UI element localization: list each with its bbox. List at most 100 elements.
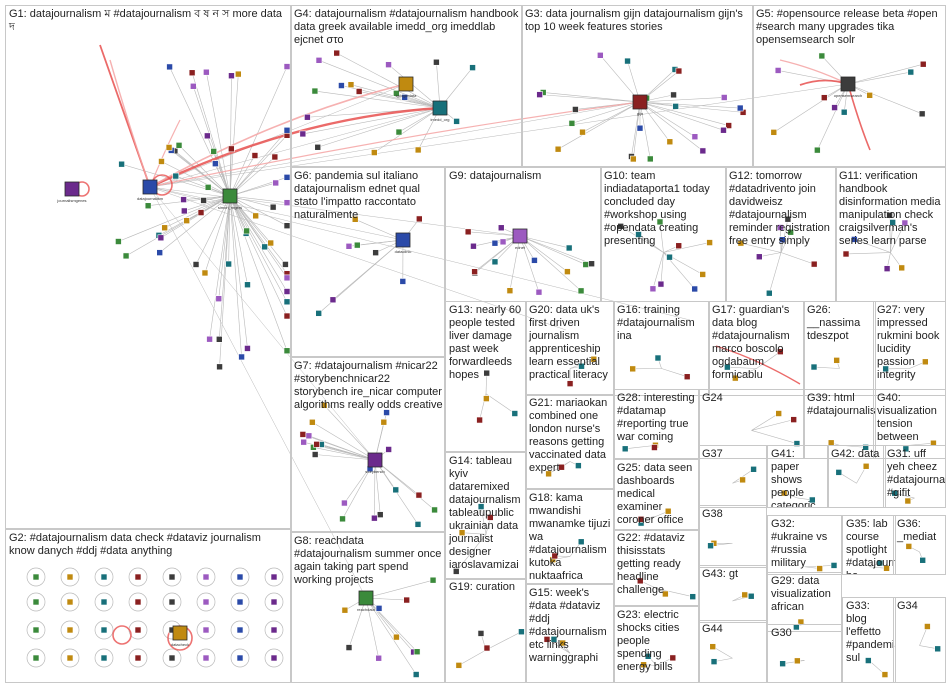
- network-node[interactable]: [464, 228, 472, 236]
- network-node[interactable]: [299, 130, 307, 138]
- network-node[interactable]: [351, 216, 359, 223]
- network-node[interactable]: [732, 374, 739, 382]
- hub-node-h5[interactable]: [432, 100, 448, 116]
- network-node[interactable]: [415, 491, 423, 499]
- hub-node-h2[interactable]: [64, 181, 80, 197]
- network-node[interactable]: [134, 573, 142, 581]
- network-node[interactable]: [204, 184, 212, 191]
- network-node[interactable]: [554, 145, 562, 153]
- network-node[interactable]: [883, 265, 891, 272]
- network-node[interactable]: [905, 543, 913, 550]
- network-node[interactable]: [497, 224, 505, 232]
- network-node[interactable]: [635, 231, 642, 238]
- network-node[interactable]: [251, 152, 259, 159]
- network-node[interactable]: [666, 138, 674, 146]
- network-node[interactable]: [315, 310, 322, 317]
- network-node[interactable]: [919, 556, 926, 564]
- network-node[interactable]: [175, 142, 183, 149]
- network-node[interactable]: [270, 598, 278, 606]
- network-node[interactable]: [238, 353, 245, 361]
- network-node[interactable]: [235, 70, 242, 78]
- network-node[interactable]: [531, 257, 538, 264]
- network-node[interactable]: [371, 514, 378, 522]
- network-node[interactable]: [779, 236, 786, 244]
- network-node[interactable]: [720, 94, 728, 101]
- network-node[interactable]: [809, 496, 816, 504]
- network-node[interactable]: [883, 565, 890, 572]
- network-node[interactable]: [770, 129, 778, 136]
- network-node[interactable]: [691, 285, 698, 293]
- network-node[interactable]: [889, 219, 896, 226]
- network-node[interactable]: [774, 67, 782, 74]
- network-node[interactable]: [180, 207, 188, 215]
- network-node[interactable]: [862, 462, 870, 470]
- network-node[interactable]: [393, 90, 400, 97]
- network-node[interactable]: [851, 236, 858, 243]
- network-node[interactable]: [188, 69, 196, 77]
- network-node[interactable]: [100, 654, 108, 662]
- network-node[interactable]: [282, 261, 289, 268]
- network-node[interactable]: [699, 147, 707, 155]
- network-node[interactable]: [210, 148, 217, 155]
- network-node[interactable]: [725, 122, 732, 129]
- network-node[interactable]: [395, 128, 403, 136]
- network-node[interactable]: [536, 91, 543, 98]
- network-node[interactable]: [664, 507, 672, 515]
- network-node[interactable]: [165, 144, 173, 151]
- network-node[interactable]: [347, 81, 355, 88]
- network-node[interactable]: [669, 654, 677, 662]
- network-node[interactable]: [651, 444, 658, 451]
- network-node[interactable]: [907, 68, 915, 76]
- network-node[interactable]: [476, 416, 483, 424]
- network-node[interactable]: [810, 260, 818, 268]
- network-node[interactable]: [491, 258, 499, 266]
- network-node[interactable]: [66, 654, 74, 662]
- network-node[interactable]: [765, 289, 773, 297]
- network-node[interactable]: [261, 243, 268, 251]
- network-node[interactable]: [403, 596, 410, 604]
- network-node[interactable]: [739, 476, 746, 484]
- network-node[interactable]: [483, 369, 490, 377]
- network-node[interactable]: [115, 238, 122, 245]
- network-node[interactable]: [741, 591, 749, 599]
- hub-node-h8[interactable]: [512, 228, 528, 244]
- network-node[interactable]: [707, 542, 714, 550]
- network-node[interactable]: [675, 67, 683, 75]
- network-node[interactable]: [32, 598, 40, 606]
- network-node[interactable]: [636, 577, 644, 585]
- network-node[interactable]: [392, 486, 400, 494]
- network-node[interactable]: [511, 410, 519, 417]
- network-node[interactable]: [228, 145, 235, 153]
- network-node[interactable]: [565, 244, 573, 252]
- network-node[interactable]: [458, 529, 466, 536]
- network-node[interactable]: [341, 606, 349, 614]
- network-node[interactable]: [215, 295, 223, 302]
- network-node[interactable]: [122, 252, 130, 260]
- network-node[interactable]: [118, 160, 125, 168]
- network-node[interactable]: [736, 104, 744, 112]
- network-node[interactable]: [202, 626, 210, 634]
- network-node[interactable]: [790, 416, 797, 423]
- network-node[interactable]: [590, 355, 598, 363]
- network-node[interactable]: [637, 515, 645, 523]
- network-node[interactable]: [216, 363, 223, 371]
- network-node[interactable]: [720, 126, 727, 134]
- network-node[interactable]: [305, 432, 313, 440]
- network-node[interactable]: [922, 358, 929, 366]
- network-node[interactable]: [629, 365, 636, 373]
- network-node[interactable]: [272, 179, 280, 187]
- network-node[interactable]: [202, 598, 210, 606]
- network-node[interactable]: [252, 212, 259, 220]
- network-node[interactable]: [66, 573, 74, 581]
- network-node[interactable]: [168, 598, 176, 606]
- network-node[interactable]: [156, 249, 163, 256]
- network-node[interactable]: [202, 654, 210, 662]
- network-node[interactable]: [794, 657, 801, 665]
- network-node[interactable]: [228, 72, 235, 80]
- network-node[interactable]: [670, 91, 677, 99]
- network-node[interactable]: [197, 209, 205, 216]
- network-node[interactable]: [204, 132, 211, 140]
- network-node[interactable]: [385, 61, 392, 68]
- network-node[interactable]: [865, 657, 872, 664]
- network-node[interactable]: [930, 439, 937, 447]
